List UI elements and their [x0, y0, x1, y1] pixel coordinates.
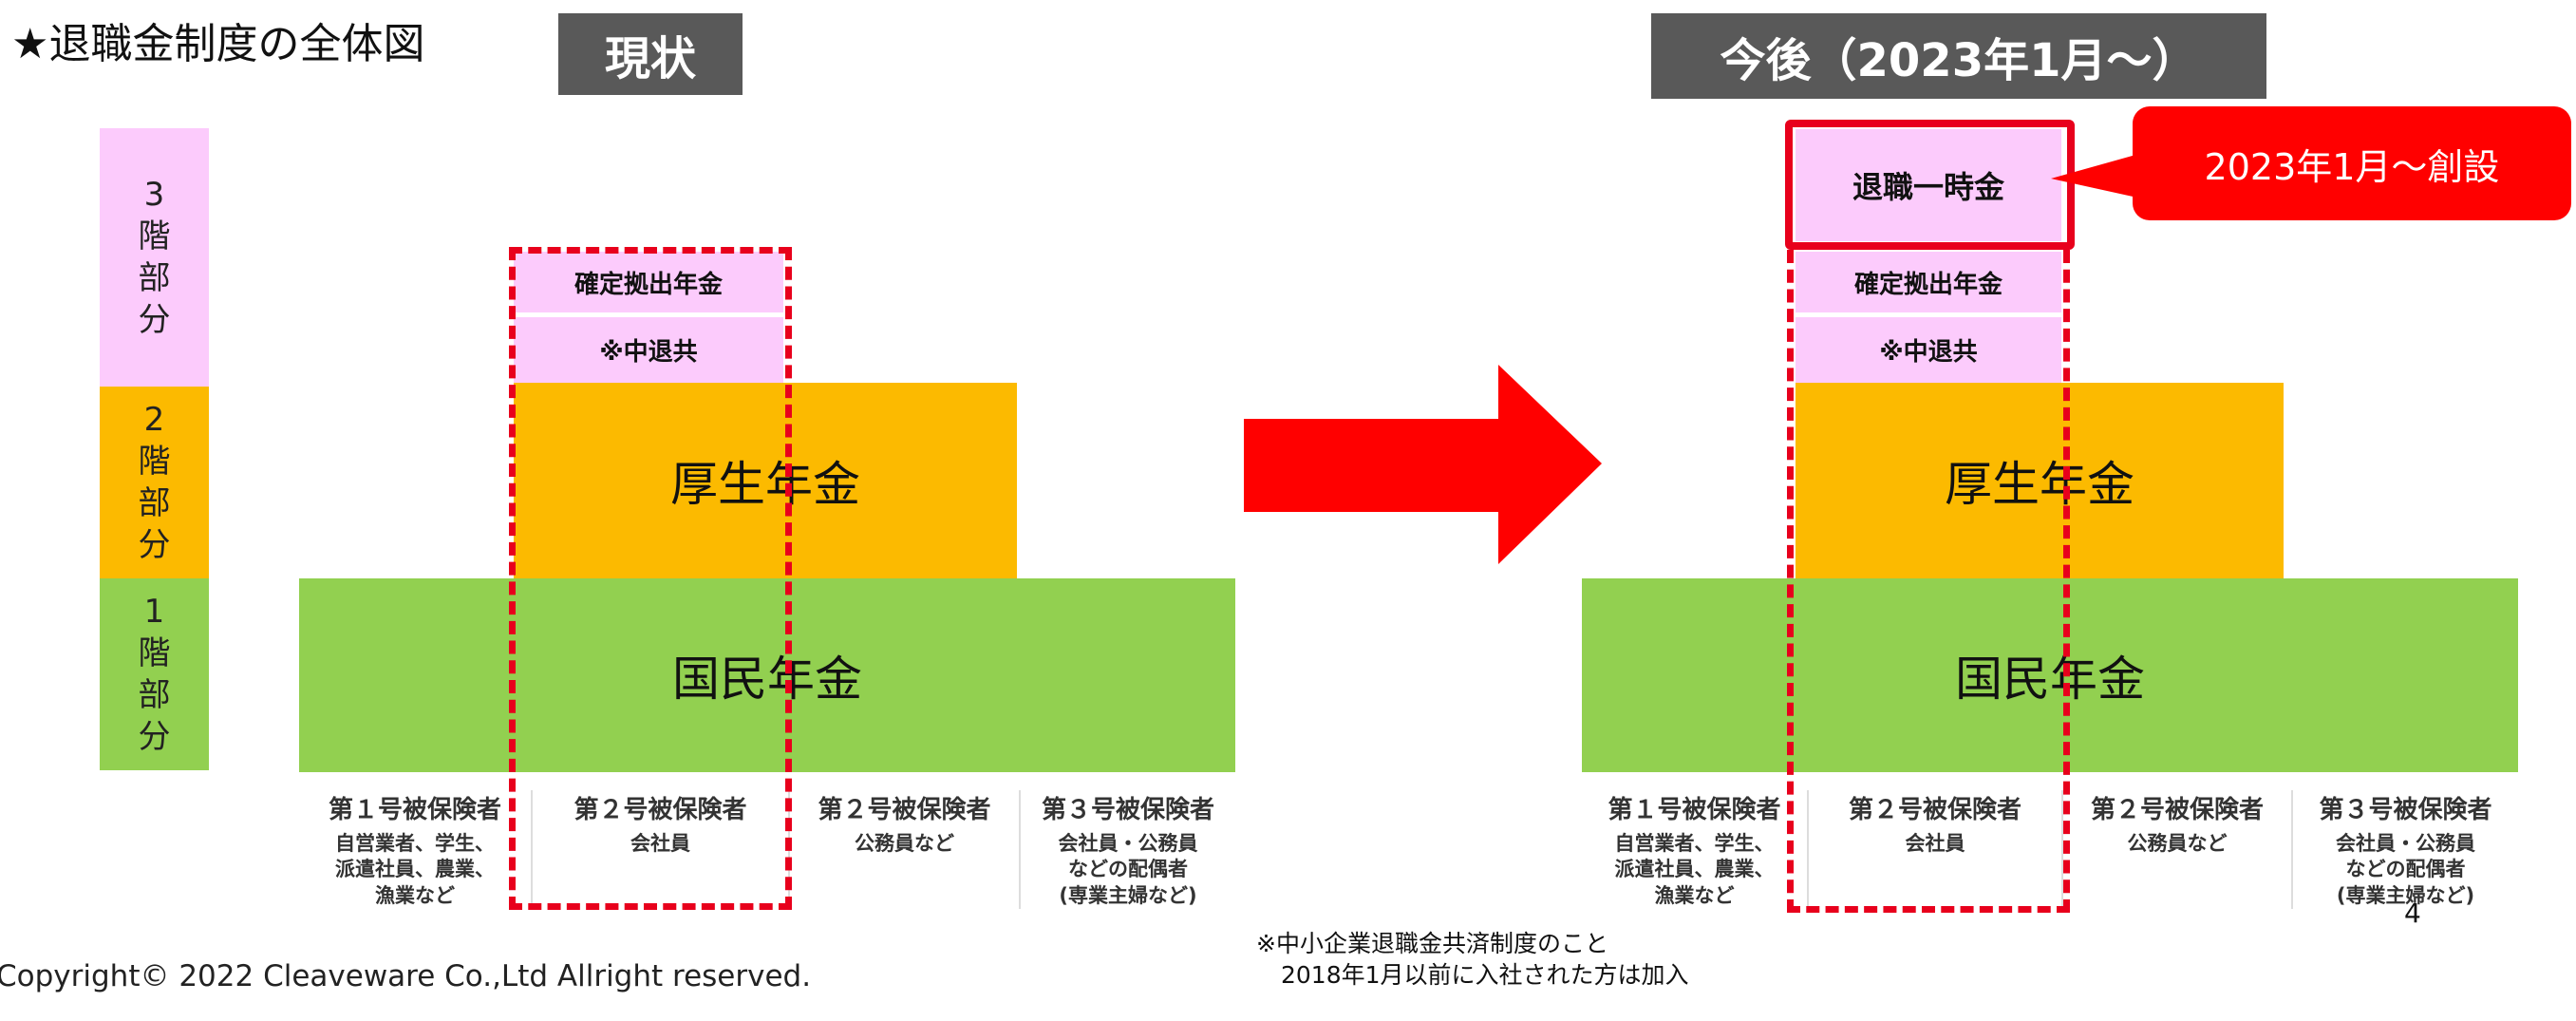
- highlight-dashed-frame: [509, 247, 792, 910]
- column-head: 第２号被保険者: [818, 796, 991, 824]
- column-head: 第２号被保険者: [1848, 796, 2021, 824]
- tier-char: 部: [138, 676, 171, 714]
- column-desc: 会社員・公務員 などの配偶者 (専業主婦など): [1058, 832, 1198, 907]
- column-desc: 会社員・公務員 などの配偶者 (専業主婦など): [2336, 832, 2475, 907]
- page-title: ★退職金制度の全体図: [11, 20, 425, 68]
- column-desc: 会社員: [1905, 832, 1965, 855]
- highlight-dashed-frame: [1787, 250, 2070, 913]
- column-1: 第１号被保険者自営業者、学生、 派遣社員、農業、 漁業など: [1582, 790, 1807, 909]
- column-2: 第２号被保険者会社員: [531, 790, 788, 909]
- footnote-line: ※中小企業退職金共済制度のこと: [1256, 930, 1608, 957]
- column-4: 第３号被保険者会社員・公務員 などの配偶者 (専業主婦など): [1019, 790, 1235, 909]
- column-desc: 公務員など: [2127, 832, 2228, 855]
- column-head: 第２号被保険者: [573, 796, 747, 824]
- tier-num: 1: [143, 592, 165, 631]
- kokumin-block: 国民年金: [1582, 578, 2518, 772]
- right-arrow-icon: [1244, 365, 1602, 564]
- tier-char: 部: [138, 484, 171, 522]
- dc-block: 確定拠出年金: [514, 252, 783, 315]
- callout-pointer: [2051, 152, 2146, 199]
- lump-sum-block: 退職一時金: [1796, 129, 2061, 241]
- tier-char: 階: [138, 633, 171, 672]
- footnote-line: 2018年1月以前に入社された方は加入: [1281, 960, 1689, 989]
- tier-char: 分: [138, 301, 171, 340]
- tier-num: 3: [143, 175, 165, 214]
- column-desc: 自営業者、学生、 派遣社員、農業、 漁業など: [1614, 832, 1775, 907]
- column-head: 第３号被保険者: [1041, 796, 1214, 824]
- tier-char: 部: [138, 259, 171, 297]
- tier-char: 分: [138, 718, 171, 757]
- column-4: 第３号被保険者会社員・公務員 などの配偶者 (専業主婦など): [2291, 790, 2518, 909]
- page-number: 4: [2404, 898, 2421, 929]
- current-label: 現状: [558, 13, 743, 95]
- column-desc: 会社員: [630, 832, 690, 855]
- tier-char: 階: [138, 217, 171, 255]
- future-label: 今後（2023年1月～）: [1651, 13, 2266, 99]
- column-head: 第２号被保険者: [2090, 796, 2264, 824]
- column-head: 第１号被保険者: [1608, 796, 1781, 824]
- copyright: Copyright© 2022 Cleaveware Co.,Ltd Allri…: [0, 959, 812, 993]
- column-head: 第３号被保険者: [2319, 796, 2492, 824]
- column-desc: 自営業者、学生、 派遣社員、農業、 漁業など: [335, 832, 495, 907]
- dc-block: 確定拠出年金: [1796, 252, 2061, 315]
- column-3: 第２号被保険者公務員など: [788, 790, 1019, 909]
- column-3: 第２号被保険者公務員など: [2061, 790, 2291, 909]
- kosei-block: 厚生年金: [1796, 383, 2284, 578]
- kokumin-block: 国民年金: [299, 578, 1235, 772]
- kosei-block: 厚生年金: [514, 383, 1017, 578]
- chutaikyo-block: ※中退共: [1796, 317, 2061, 383]
- column-1: 第１号被保険者自営業者、学生、 派遣社員、農業、 漁業など: [299, 790, 531, 909]
- tier-char: 階: [138, 442, 171, 481]
- tier-char: 分: [138, 526, 171, 565]
- callout-new-2023: 2023年1月～創設: [2133, 106, 2571, 220]
- column-head: 第１号被保険者: [328, 796, 501, 824]
- chutaikyo-block: ※中退共: [514, 317, 783, 383]
- tier-num: 2: [143, 400, 165, 439]
- column-desc: 公務員など: [855, 832, 954, 855]
- lump-sum-frame: [1785, 120, 2075, 250]
- footnote: ※中小企業退職金共済制度のこと 2018年1月以前に入社された方は加入: [1256, 929, 1689, 991]
- column-2: 第２号被保険者会社員: [1807, 790, 2061, 909]
